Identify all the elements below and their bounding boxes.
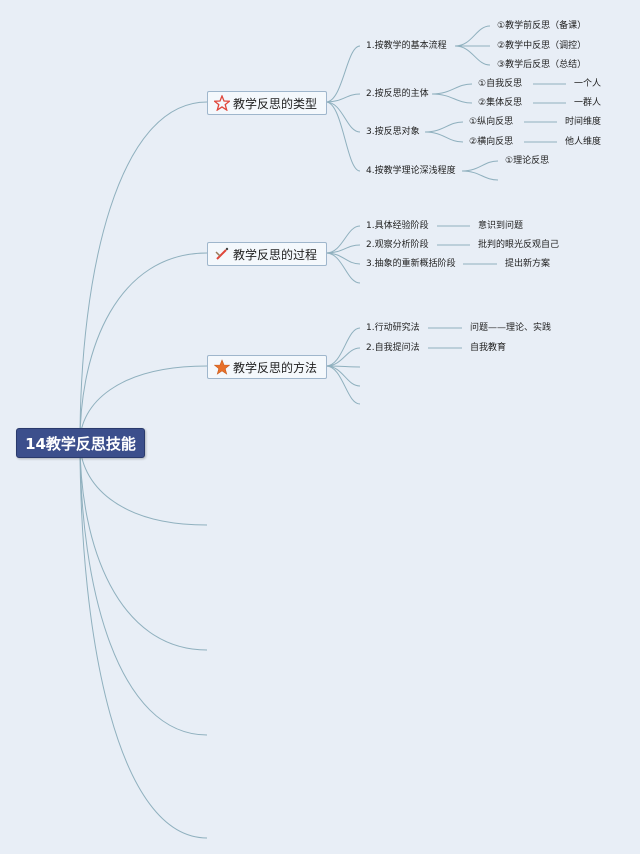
root-topic-label: 14教学反思技能	[25, 434, 136, 453]
leaf-vertical-reflection[interactable]: ①纵向反思	[469, 117, 514, 127]
note-one-person[interactable]: 一个人	[574, 79, 602, 89]
link-object-child-0	[424, 121, 464, 133]
pencil-ruler-icon	[214, 246, 230, 262]
subtopic-subject[interactable]: 2.按反思的主体	[366, 89, 429, 99]
branch-methods-label: 教学反思的方法	[233, 360, 318, 375]
note-time-dimension[interactable]: 时间维度	[565, 117, 602, 127]
star-outline-icon	[214, 95, 230, 111]
note-problem-theory-practice[interactable]: 问题——理论、实践	[470, 323, 552, 333]
link-types-sub-3	[325, 101, 361, 172]
note-new-plan[interactable]: 提出新方案	[505, 259, 551, 269]
leaf-before-class[interactable]: ①教学前反思（备课）	[497, 21, 587, 31]
leaf-after-class[interactable]: ③教学后反思（总结）	[497, 60, 587, 70]
note-aware-of-problem[interactable]: 意识到问题	[478, 221, 524, 231]
subtopic-observe-analyze[interactable]: 2.观察分析阶段	[366, 240, 429, 250]
link-theory-child-1	[461, 170, 499, 181]
link-root-empty-4	[79, 441, 208, 839]
note-others-dimension[interactable]: 他人维度	[565, 137, 602, 147]
leaf-during-class[interactable]: ②教学中反思（调控）	[497, 41, 587, 51]
subtopic-action-research[interactable]: 1.行动研究法	[366, 323, 420, 333]
link-methods-sub-4	[325, 365, 361, 405]
link-root-process	[79, 252, 208, 443]
subtopic-basic-flow[interactable]: 1.按教学的基本流程	[366, 41, 447, 51]
subtopic-self-questioning[interactable]: 2.自我提问法	[366, 343, 420, 353]
subtopic-abstract-reconceptualize[interactable]: 3.抽象的重新概括阶段	[366, 259, 456, 269]
root-topic[interactable]: 14教学反思技能	[16, 428, 145, 458]
link-theory-child-0	[461, 160, 499, 172]
branch-types[interactable]: 教学反思的类型	[207, 91, 327, 115]
note-group-people[interactable]: 一群人	[574, 98, 602, 108]
leaf-group-reflection[interactable]: ②集体反思	[478, 98, 523, 108]
link-root-empty-3	[79, 441, 208, 736]
link-methods-sub-1	[325, 347, 361, 367]
leaf-self-reflection[interactable]: ①自我反思	[478, 79, 523, 89]
link-object-child-1	[424, 131, 464, 143]
link-types-sub-0	[325, 45, 361, 103]
leaf-theory-reflection[interactable]: ①理论反思	[505, 156, 550, 166]
link-flow-child-0	[454, 25, 491, 47]
link-root-types	[79, 101, 208, 443]
link-root-empty-2	[79, 441, 208, 651]
link-types-sub-1	[325, 93, 361, 103]
branch-process-label: 教学反思的过程	[233, 247, 318, 262]
link-process-sub-2	[325, 252, 361, 265]
leaf-horizontal-reflection[interactable]: ②横向反思	[469, 137, 514, 147]
link-process-sub-0	[325, 225, 361, 254]
note-self-education[interactable]: 自我教育	[470, 343, 507, 353]
link-types-sub-2	[325, 101, 361, 133]
note-critical-self-view[interactable]: 批判的眼光反观自己	[478, 240, 560, 250]
link-methods-sub-0	[325, 327, 361, 367]
branch-process[interactable]: 教学反思的过程	[207, 242, 327, 266]
subtopic-concrete-experience[interactable]: 1.具体经验阶段	[366, 221, 429, 231]
link-subject-child-1	[431, 93, 473, 104]
link-process-sub-3	[325, 252, 361, 284]
branch-types-label: 教学反思的类型	[233, 96, 318, 111]
link-flow-child-2	[454, 45, 491, 66]
subtopic-object[interactable]: 3.按反思对象	[366, 127, 420, 137]
subtopic-theory-depth[interactable]: 4.按教学理论深浅程度	[366, 166, 456, 176]
link-subject-child-0	[431, 83, 473, 95]
branch-methods[interactable]: 教学反思的方法	[207, 355, 327, 379]
star-filled-icon	[214, 359, 230, 375]
